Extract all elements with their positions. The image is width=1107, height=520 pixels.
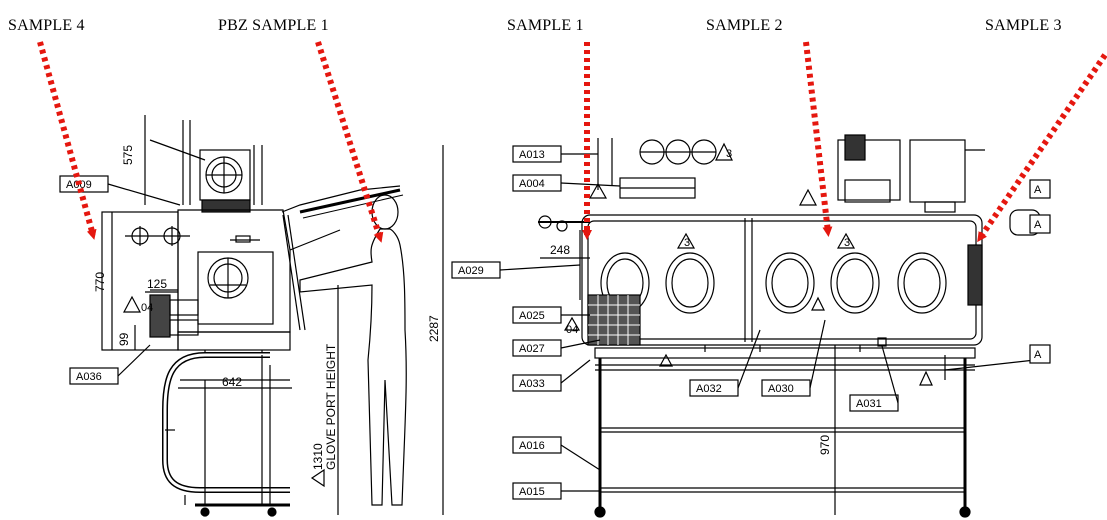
tag-edge-2: A <box>1034 219 1042 231</box>
sample-3-arrow <box>977 53 1107 243</box>
dim-99: 99 <box>117 332 131 346</box>
dim-575: 575 <box>121 145 135 165</box>
sample-2-arrow <box>803 41 833 237</box>
sample-3-label: SAMPLE 3 <box>985 17 1062 34</box>
tag-a025: A025 <box>519 310 545 322</box>
tag-a027: A027 <box>519 343 545 355</box>
tag-a016: A016 <box>519 440 545 452</box>
top-equipment-right <box>799 134 985 213</box>
dim-770: 770 <box>93 272 107 292</box>
tag-a015: A015 <box>519 486 545 498</box>
tag-a033: A033 <box>519 378 545 390</box>
tag-a009: A009 <box>66 179 92 191</box>
pbz-sample-1-arrow <box>315 41 384 243</box>
glove-ports <box>600 252 947 314</box>
sample-1-label: SAMPLE 1 <box>507 17 584 34</box>
side-view: 575 <box>59 115 444 517</box>
rev-mark-1: 3 <box>726 148 732 160</box>
tag-a013: A013 <box>519 149 545 161</box>
side-rev-04: 04 <box>141 302 153 314</box>
sample-arrows <box>37 41 1107 243</box>
front-rev-04: 04 <box>566 324 578 336</box>
top-gauges <box>588 138 733 199</box>
dim-2287: 2287 <box>427 315 441 342</box>
sample-4-arrow <box>37 41 97 240</box>
tag-a030: A030 <box>768 383 794 395</box>
rev-mark-3: 3 <box>844 237 850 249</box>
tag-a036: A036 <box>76 371 102 383</box>
top-equipment <box>149 120 263 213</box>
tag-a029: A029 <box>458 265 484 277</box>
front-tags: A013 A004 A029 A025 A027 A033 A032 A030 … <box>458 148 1042 498</box>
dim-248: 248 <box>550 243 570 257</box>
tag-edge-1: A <box>1034 184 1042 196</box>
dim-970: 970 <box>818 435 832 455</box>
dim-642: 642 <box>222 375 242 389</box>
pbz-sample-1-label: PBZ SAMPLE 1 <box>218 17 329 34</box>
dim-1310: 1310 <box>311 443 325 470</box>
front-view: 248 04 <box>451 134 1051 518</box>
sample-2-label: SAMPLE 2 <box>706 17 783 34</box>
tag-a031: A031 <box>856 398 882 410</box>
sample-4-label: SAMPLE 4 <box>8 17 85 34</box>
dim-125: 125 <box>147 277 167 291</box>
tag-a032: A032 <box>696 383 722 395</box>
tag-a004: A004 <box>519 178 545 190</box>
glove-port-height-label: GLOVE PORT HEIGHT <box>324 343 338 470</box>
rev-mark-2: 3 <box>684 237 690 249</box>
tag-edge-3: A <box>1034 349 1042 361</box>
